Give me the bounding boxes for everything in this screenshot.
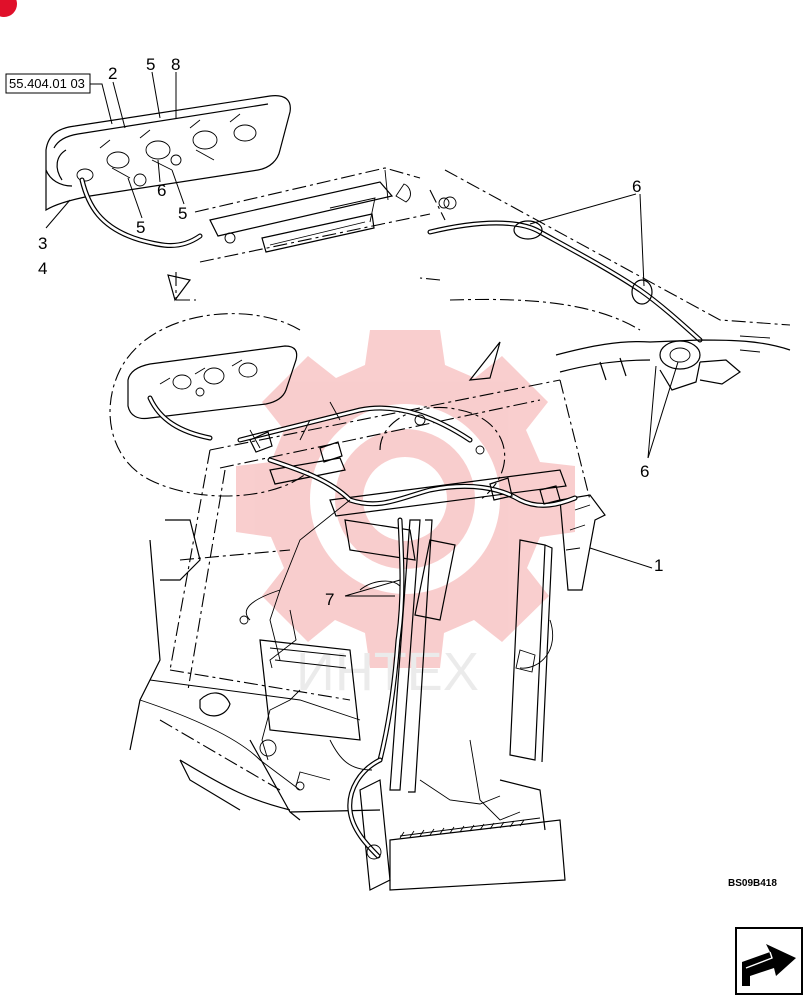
instrument-housing bbox=[45, 95, 291, 248]
detail-magnifier bbox=[109, 272, 506, 501]
callout-5: 5 bbox=[146, 55, 155, 74]
callout-1: 1 bbox=[654, 556, 663, 575]
next-page-arrow-icon[interactable] bbox=[735, 927, 803, 995]
corner-marker bbox=[0, 0, 17, 17]
callout-3: 3 bbox=[38, 234, 47, 253]
reference-number: 55.404.01 03 bbox=[9, 76, 85, 91]
callout-2: 2 bbox=[108, 64, 117, 83]
callout-6: 6 bbox=[157, 181, 166, 200]
roof-harness-detail bbox=[419, 169, 791, 391]
callout-7: 7 bbox=[325, 590, 334, 609]
callout-8: 8 bbox=[171, 55, 180, 74]
watermark-text: ИНТЕХ bbox=[296, 642, 479, 702]
callout-6: 6 bbox=[640, 462, 649, 481]
wiring-harness bbox=[237, 401, 578, 860]
callout-6: 6 bbox=[632, 177, 641, 196]
leader-lines bbox=[45, 71, 679, 597]
reference-box[interactable]: 55.404.01 03 bbox=[5, 73, 113, 125]
callout-5: 5 bbox=[178, 204, 187, 223]
figure-code: BS09B418 bbox=[728, 878, 777, 889]
callout-5: 5 bbox=[136, 218, 145, 237]
upper-console bbox=[194, 167, 450, 263]
callouts: 2 5 8 5 6 5 3 4 6 6 1 7 bbox=[38, 55, 663, 609]
callout-4: 4 bbox=[38, 259, 47, 278]
main-frame bbox=[129, 379, 606, 891]
